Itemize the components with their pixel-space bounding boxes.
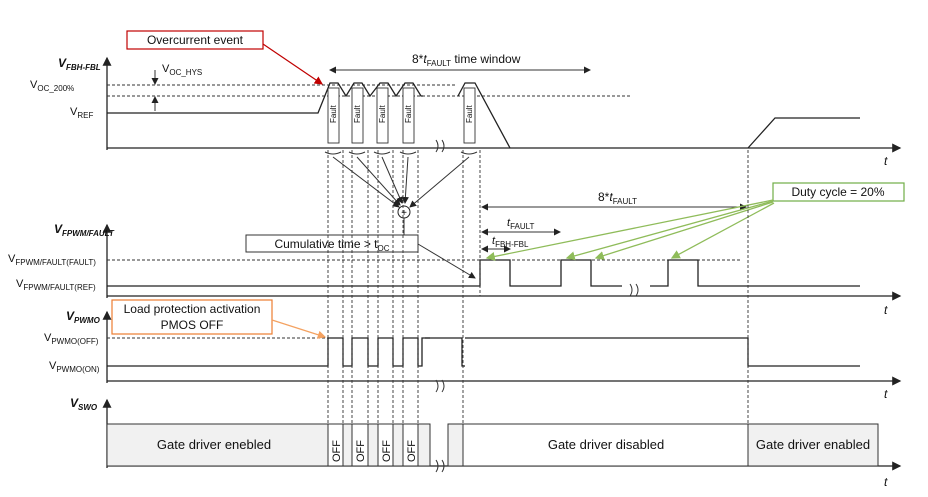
duty-cycle-label: Duty cycle = 20% xyxy=(791,185,884,199)
cumulative-time-label: Cumulative time > tOC xyxy=(274,237,389,253)
overcurrent-event-label: Overcurrent event xyxy=(147,33,244,47)
gate-driver-enabled-right xyxy=(747,423,879,467)
fbh-fbl-signal-after-break xyxy=(457,82,511,149)
sum-arrow-4 xyxy=(401,156,409,204)
fpwm-ref-level-label: VFPWM/FAULT(REF) xyxy=(16,278,96,292)
bracket-3 xyxy=(373,151,391,155)
sum-arrow-2 xyxy=(356,156,401,206)
gate-enabled-right-label: Gate driver enabled xyxy=(756,437,870,452)
load-protection-line1: Load protection activation xyxy=(124,302,261,316)
fault-label-2: Fault xyxy=(353,104,362,123)
cumulative-to-fault-arrow xyxy=(417,243,476,279)
on-segment-3 xyxy=(392,423,404,467)
off-label-2: OFF xyxy=(355,440,367,462)
sum-arrow-3 xyxy=(381,156,403,204)
sum-arrow-5 xyxy=(409,156,470,208)
fault-label-1: Fault xyxy=(329,104,338,123)
load-protection-line2: PMOS OFF xyxy=(161,318,224,332)
fault-bar-1 xyxy=(327,87,340,144)
fbh-fbl-signal-recovery xyxy=(747,117,860,149)
off-label-3: OFF xyxy=(381,440,393,462)
swo-axis-label: VSWO xyxy=(70,396,98,412)
duty-arrow-1 xyxy=(485,199,774,261)
cumulative-time-box xyxy=(245,234,419,253)
panel-fbh-fbl: VFBH-FBL t VOC_200% VREF VOC_HYS Fault F… xyxy=(30,30,902,168)
duty-arrow-2 xyxy=(565,200,774,261)
swo-axis-break xyxy=(435,459,445,473)
fbh-fbl-axis-break xyxy=(435,139,445,153)
fpwm-fault-signal-after-break xyxy=(650,259,860,287)
on-segment-2 xyxy=(367,423,379,467)
bracket-5 xyxy=(460,151,478,155)
bracket-1 xyxy=(324,151,342,155)
fpwm-axis-break xyxy=(629,283,639,297)
overcurrent-event-box xyxy=(126,30,264,50)
panel-fpwm-fault: VFPWM/FAULT t VFPWM/FAULT(FAULT) VFPWM/F… xyxy=(8,182,905,317)
off-label-1: OFF xyxy=(331,440,343,462)
t-fault-label: tFAULT xyxy=(507,217,534,231)
pwmo-time-label: t xyxy=(884,387,888,401)
t-fbh-fbl-label: tFBH-FBL xyxy=(492,235,529,249)
pwmo-signal-disabled xyxy=(465,337,860,367)
gate-driver-enabled-left xyxy=(106,423,329,467)
fbh-fbl-axis-label: VFBH-FBL xyxy=(58,56,101,72)
fault-bar-3 xyxy=(376,87,389,144)
duty-cycle-box xyxy=(772,182,905,202)
fpwm-axis-label: VFPWM/FAULT xyxy=(54,222,115,238)
pwmo-signal-after-break xyxy=(425,337,465,367)
panel-pwmo: VPWMO t VPWMO(OFF) VPWMO(ON) Load protec… xyxy=(44,299,902,401)
gate-enabled-left-label: Gate driver enebled xyxy=(157,437,271,452)
fpwm-fault-level-label: VFPWM/FAULT(FAULT) xyxy=(8,253,96,267)
pwmo-axis-break xyxy=(435,379,445,393)
panel-swo: VSWO t Gate driver enebled OFF OFF OFF O… xyxy=(70,396,902,489)
fault-label-3: Fault xyxy=(378,104,387,123)
pwmo-signal xyxy=(107,337,430,367)
load-protection-arrow xyxy=(271,319,327,339)
on-segment-4 xyxy=(417,423,431,467)
eight-t-fault-label: 8*tFAULT xyxy=(598,190,637,206)
overcurrent-event-arrow xyxy=(262,43,323,85)
fbh-fbl-signal xyxy=(107,82,423,114)
time-window-label: 8*tFAULT time window xyxy=(412,52,521,68)
summation-plus: + xyxy=(401,208,407,219)
on-segment-1 xyxy=(342,423,353,467)
fault-label-5: Fault xyxy=(465,104,474,123)
fault-bar-2 xyxy=(351,87,364,144)
bracket-2 xyxy=(348,151,366,155)
vref-level-label: VREF xyxy=(70,106,93,120)
sum-arrow-1 xyxy=(332,156,400,208)
pwmo-on-level-label: VPWMO(ON) xyxy=(49,360,100,374)
duty-arrow-4 xyxy=(670,202,775,259)
on-segment-5 xyxy=(447,423,464,467)
swo-time-label: t xyxy=(884,475,888,489)
gate-disabled-label: Gate driver disabled xyxy=(548,437,664,452)
vertical-guides xyxy=(327,150,749,466)
fbh-fbl-time-label: t xyxy=(884,154,888,168)
fault-label-4: Fault xyxy=(404,104,413,123)
off-label-4: OFF xyxy=(406,440,418,462)
pwmo-axis-label: VPWMO xyxy=(66,309,101,325)
duty-arrow-3 xyxy=(594,201,774,260)
summation-arrows: + xyxy=(332,156,470,235)
fpwm-fault-signal xyxy=(107,259,622,287)
voc-hys-label: VOC_HYS xyxy=(162,63,202,77)
fault-bar-4 xyxy=(402,87,415,144)
bracket-4 xyxy=(399,151,417,155)
pwmo-off-level-label: VPWMO(OFF) xyxy=(44,332,99,346)
fault-bar-5 xyxy=(463,87,476,144)
voc-200-level-label: VOC_200% xyxy=(30,79,74,93)
fault-bars: Fault Fault Fault Fault Fault xyxy=(327,87,476,144)
fpwm-time-label: t xyxy=(884,303,888,317)
load-protection-box xyxy=(111,299,273,335)
